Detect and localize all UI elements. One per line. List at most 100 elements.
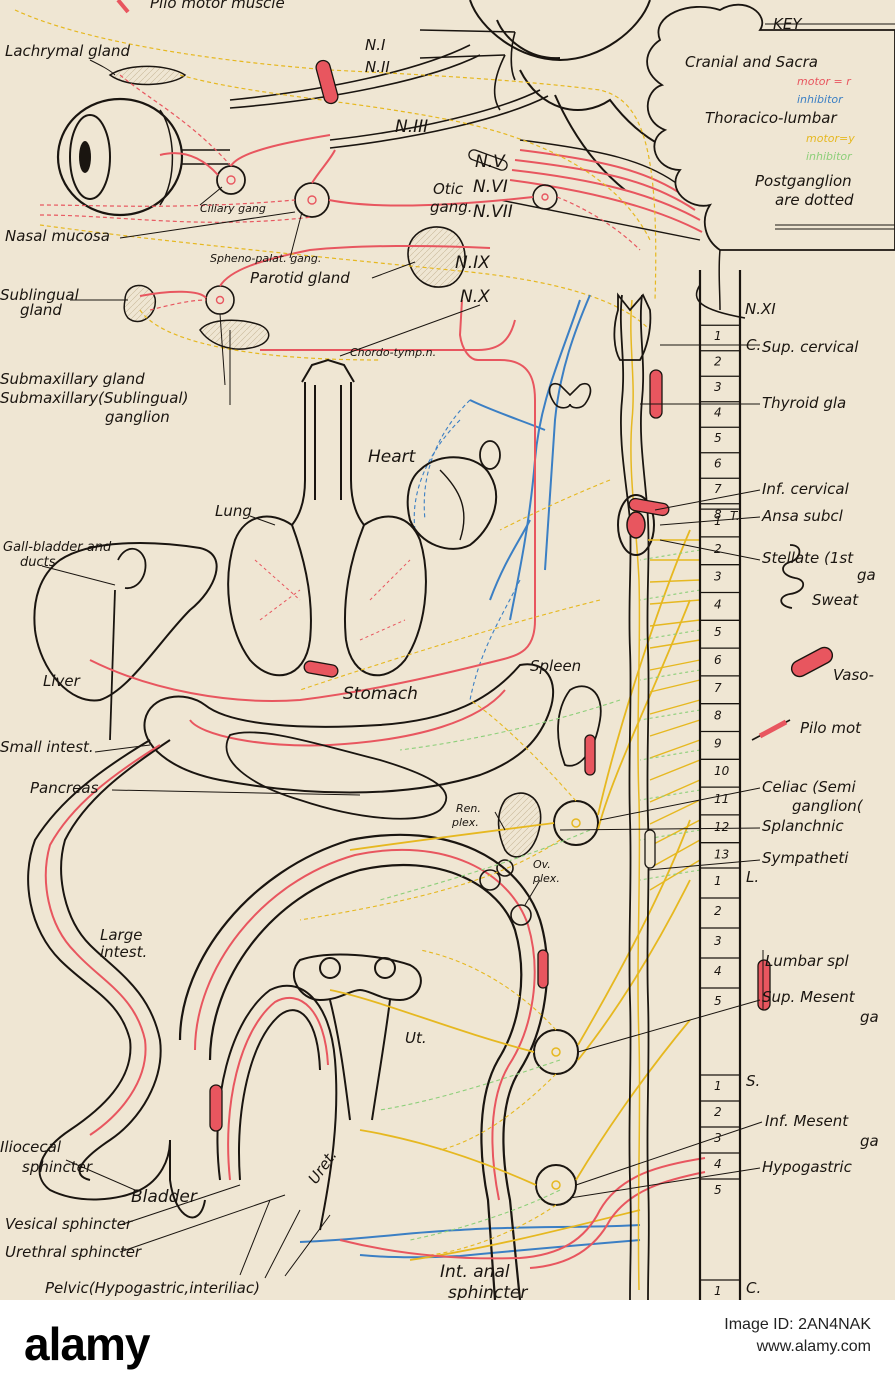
label-bladder: Bladder	[131, 1187, 198, 1207]
otic-ganglion	[532, 184, 558, 210]
label-ov-plex: plex.	[532, 872, 560, 885]
label-ren-plex: plex.	[451, 816, 479, 829]
eye	[56, 97, 230, 217]
spine-segment-number: 4	[714, 964, 722, 978]
heart	[406, 440, 501, 550]
label-thyroid-gland: Thyroid gla	[762, 394, 846, 412]
label-n9: N.IX	[455, 253, 490, 273]
kidney	[497, 792, 542, 858]
spine-segment-number: 1	[714, 514, 722, 528]
spine-segment-number: 4	[714, 1157, 722, 1171]
pilo-motor-muscle-icon	[751, 719, 791, 741]
spine-segment-number: 6	[714, 653, 722, 667]
large-intestine-motor	[194, 848, 536, 1201]
label-stellate: Stellate (1st	[762, 549, 854, 567]
sympathetic-motor-fibres	[329, 529, 691, 1261]
lung-left	[227, 515, 312, 677]
label-vaso: Vaso-	[833, 666, 874, 684]
label-sympathetic: Sympatheti	[762, 849, 849, 867]
label-inf-mesenteric: Inf. Mesent	[765, 1112, 849, 1130]
parotid-gland	[407, 226, 466, 288]
label-nasal-mucosa: Nasal mucosa	[5, 227, 110, 245]
vessel-icons-head	[315, 59, 508, 171]
key-title: KEY	[773, 15, 803, 33]
sup-cervical-ganglion	[613, 292, 652, 361]
image-id: Image ID: 2AN4NAK	[724, 1316, 871, 1333]
label-int-anal: Int. anal	[440, 1262, 510, 1282]
lung-vessels	[254, 559, 411, 641]
spine-segment-number: 5	[714, 625, 722, 639]
bladder-inner	[238, 1009, 321, 1181]
small-intestine	[27, 739, 206, 1219]
leader-lines	[41, 59, 764, 1279]
sympathetic-trunk	[619, 294, 650, 1300]
submaxillary-ganglion	[205, 285, 235, 315]
spheno-palatine-ganglion	[294, 182, 330, 218]
spine-segment-number: 3	[714, 1131, 722, 1145]
vagus-motor-path	[89, 299, 536, 702]
pancreas	[225, 731, 448, 820]
label-ureter: Uret.	[305, 1147, 341, 1188]
label-gall-bladder: Gall-bladder and	[3, 540, 112, 555]
sweat-gland	[780, 544, 804, 609]
lung-right	[343, 515, 427, 677]
spine-segment-number: 4	[714, 406, 722, 420]
stomach	[143, 663, 555, 794]
label-submaxillary-gland: Submaxillary gland	[0, 370, 145, 388]
spine-segment-number: 7	[714, 681, 722, 695]
label-spheno-palat-gang: Spheno-palat. gang.	[210, 252, 321, 265]
submaxillary-gland	[199, 319, 270, 350]
liver	[33, 542, 218, 702]
label-heart: Heart	[368, 447, 417, 467]
key-cloud-outline	[646, 3, 895, 251]
spine-segment-number: 5	[714, 1183, 722, 1197]
sup-mesenteric-ganglion	[533, 1029, 579, 1075]
trachea	[291, 358, 365, 526]
key-postganglionic: Postganglion	[755, 172, 852, 190]
pilo-motor-top-icon	[116, 0, 130, 14]
label-n3: N.III	[395, 117, 428, 137]
key-motor-yellow: motor=y	[806, 132, 855, 145]
stomach-inner-motor	[189, 689, 506, 747]
key-cranial-sacral: Cranial and Sacra	[685, 53, 818, 71]
gall-bladder	[117, 547, 147, 589]
small-intestine-motor	[44, 744, 161, 1136]
label-iliocecal-sphincter: sphincter	[22, 1158, 93, 1176]
spine-segment-number: 5	[714, 431, 722, 445]
renal-plexus-ganglia	[479, 859, 514, 891]
label-n6: N.VI	[473, 177, 508, 197]
label-sweat: Sweat	[812, 591, 859, 609]
bladder	[216, 984, 338, 1231]
label-liver: Liver	[43, 672, 81, 690]
sympathetic-dotted-fibres	[299, 479, 611, 1256]
inf-mesenteric-ganglion	[535, 1164, 577, 1206]
label-submaxillary-ganglion: ganglion	[105, 408, 170, 426]
key-legend: KEY Cranial and Sacra motor = r inhibito…	[685, 15, 895, 230]
sympathetic-inhibitor-dotted	[379, 699, 621, 1241]
small-intestine-inner	[60, 739, 171, 1181]
label-parotid-gland: Parotid gland	[250, 269, 350, 287]
label-urethral-sphincter: Urethral sphincter	[5, 1243, 142, 1261]
label-sublingual: Sublingual	[0, 286, 80, 304]
spine-segment-number: 3	[714, 380, 722, 394]
label-anal-sphincter: sphincter	[448, 1283, 528, 1300]
label-ren: Ren.	[456, 802, 481, 815]
label-large: Large	[100, 926, 142, 944]
rami-communicantes	[648, 539, 701, 891]
spine-segment-number: 6	[714, 457, 722, 471]
spine-segment-number: 1	[714, 1079, 722, 1093]
spine-segment-number: 7	[714, 482, 722, 496]
label-sup-cervical: Sup. cervical	[762, 338, 859, 356]
spine-segment-number: 1	[714, 329, 722, 343]
cranial-motor-fibres-head	[139, 134, 534, 351]
spine-segment-number: 9	[714, 736, 722, 750]
label-stomach: Stomach	[343, 684, 418, 704]
key-motor-red: motor = r	[797, 75, 852, 88]
label-lumbar-splanchnic: Lumbar spl	[765, 952, 849, 970]
label-region-c-coccygeal: C.	[746, 1279, 761, 1297]
spine-segment-number: 8	[714, 709, 722, 723]
label-small-intestine: Small intest.	[0, 738, 94, 756]
